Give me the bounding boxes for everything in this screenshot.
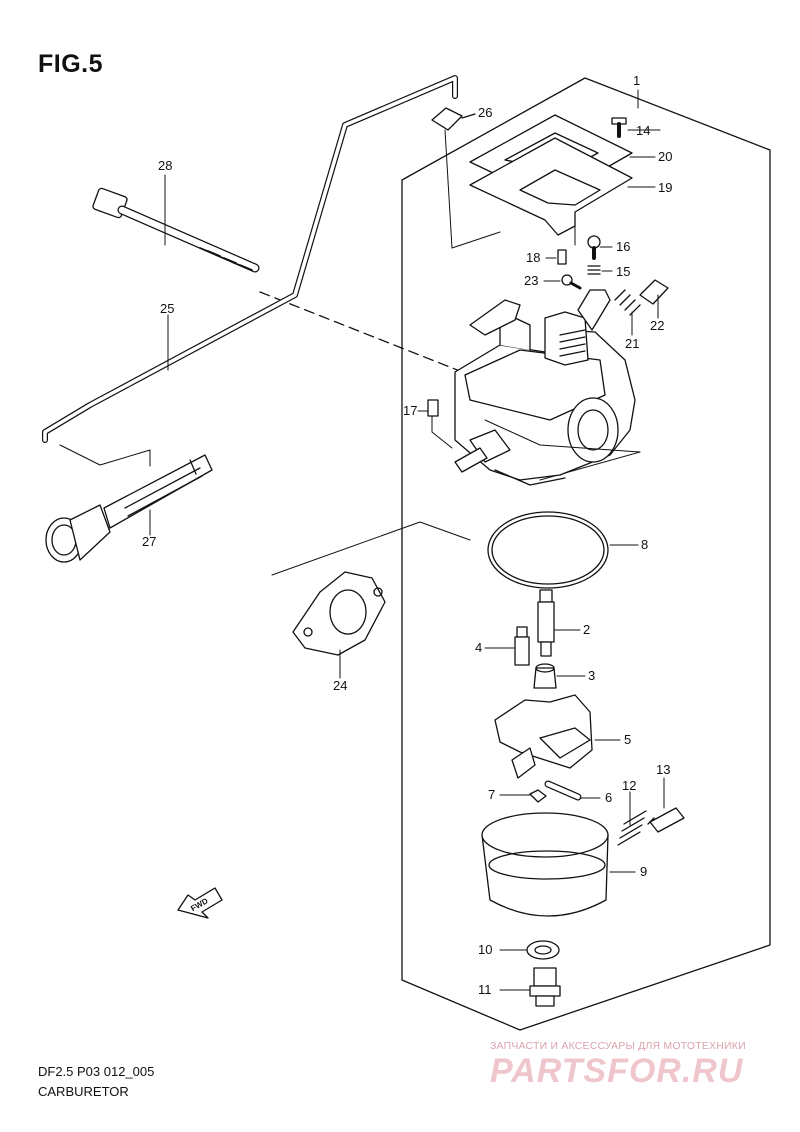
main-jet-2 [537,589,555,657]
callout-6: 6 [605,790,612,805]
nut-3 [533,663,557,689]
callout-2: 2 [583,622,590,637]
washer-10 [526,940,560,960]
figure-title: FIG.5 [38,50,104,78]
callout-3: 3 [588,668,595,683]
center-dash-line [259,291,471,376]
screw-14 [611,117,627,138]
callout-10: 10 [478,942,492,957]
screw-23 [561,274,582,290]
spring-12 [617,810,647,846]
fwd-arrow-icon [177,887,223,919]
callout-22: 22 [650,318,664,333]
callout-12: 12 [622,778,636,793]
callout-14: 14 [636,123,650,138]
callout-18: 18 [526,250,540,265]
gasket-24 [292,571,386,656]
float-pin-6 [544,780,582,801]
spring-15 [587,265,601,275]
callout-25: 25 [160,301,174,316]
carburetor-body [454,289,641,486]
guide-line-26 [444,129,501,249]
callout-27: 27 [142,534,156,549]
watermark-brand: PARTSFOR.RU [490,1052,744,1090]
callout-11: 11 [478,982,492,997]
callout-17: 17 [403,403,417,418]
callout-15: 15 [616,264,630,279]
callout-1: 1 [633,73,640,88]
callout-13: 13 [656,762,670,777]
callout-19: 19 [658,180,672,195]
document-name: CARBURETOR [38,1084,129,1099]
choke-knob-27 [45,454,213,563]
assembly-frame [401,77,771,1031]
document-code: DF2.5 P03 012_005 [38,1064,155,1079]
spring-21 [614,289,641,316]
float-5 [494,694,593,779]
callout-9: 9 [640,864,647,879]
guide-line-17 [431,411,453,449]
callout-7: 7 [488,787,495,802]
screw-13 [647,807,685,833]
guide-line-24 [271,521,471,576]
gasket-19 [469,137,633,236]
callout-23: 23 [524,273,538,288]
clip-7 [529,789,547,803]
callout-4: 4 [475,640,482,655]
callout-24: 24 [333,678,347,693]
callout-5: 5 [624,732,631,747]
screw-22 [639,279,669,305]
guide-line-27 [59,444,151,467]
pin-17 [427,399,439,417]
callout-16: 16 [616,239,630,254]
callout-21: 21 [625,336,639,351]
screw-16 [587,235,601,260]
float-bowl-9 [481,812,609,917]
wire-rod-25 [42,75,458,443]
watermark-tagline: ЗАПЧАСТИ И АКСЕССУАРЫ ДЛЯ МОТОТЕХНИКИ [490,1040,746,1052]
clip-26 [431,107,476,131]
callout-26: 26 [478,105,492,120]
pin-18 [557,249,567,265]
o-ring-8 [487,511,609,589]
callout-28: 28 [158,158,172,173]
drain-bolt-11 [529,967,561,1007]
callout-8: 8 [641,537,648,552]
needle-4 [514,626,530,666]
bolt-28 [92,187,260,273]
callout-20: 20 [658,149,672,164]
